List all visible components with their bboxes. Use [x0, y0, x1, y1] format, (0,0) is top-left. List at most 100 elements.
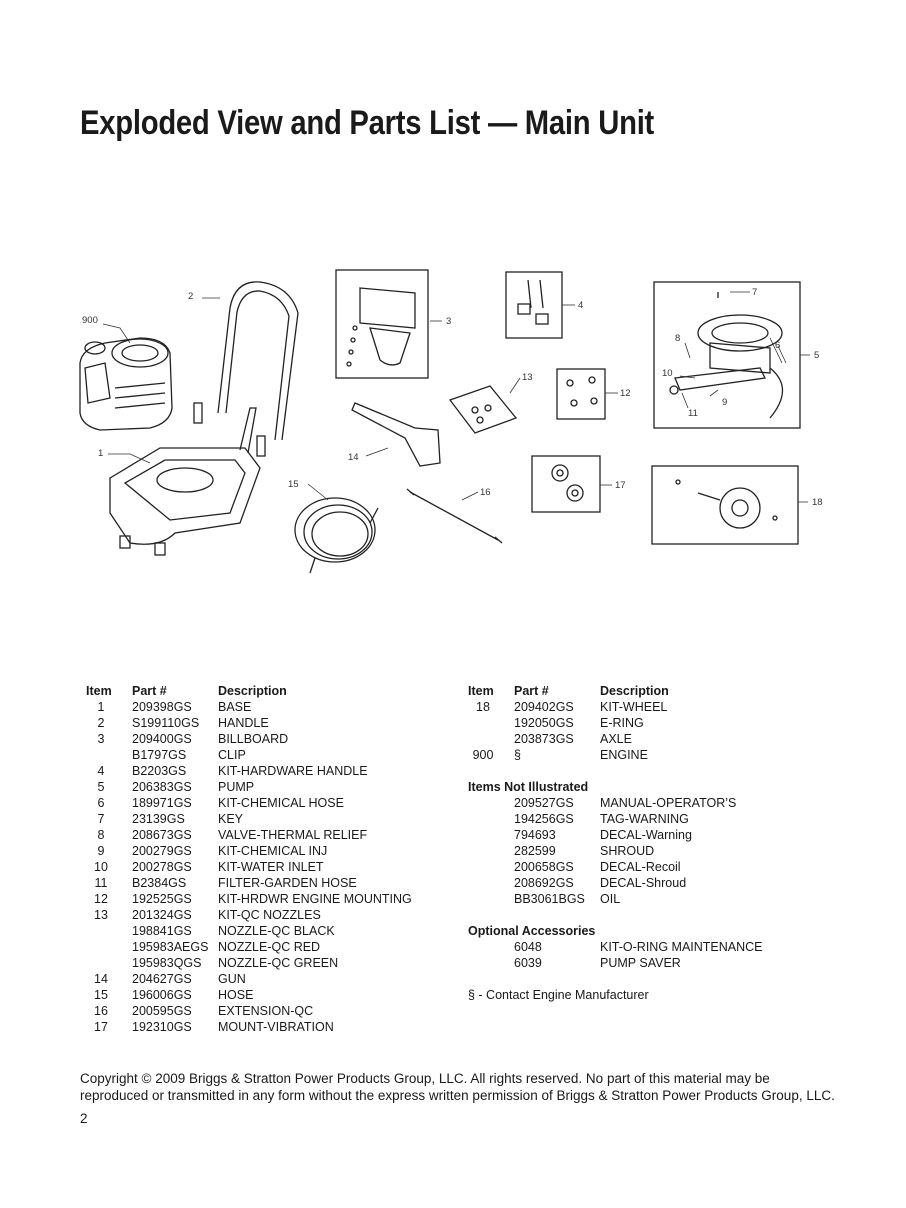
part-description: KIT-HARDWARE HANDLE — [218, 764, 368, 778]
part-description: NOZZLE-QC GREEN — [218, 956, 339, 970]
optional-accessories-heading: Optional Accessories — [468, 924, 596, 938]
part-number: 208692GS — [514, 876, 574, 890]
page-title: Exploded View and Parts List — Main Unit — [80, 104, 655, 142]
item-number: 6 — [97, 796, 105, 810]
callout-8: 8 — [675, 333, 680, 344]
part-number: S199110GS — [132, 716, 200, 730]
part-description: VALVE-THERMAL RELIEF — [218, 828, 368, 842]
callout-9: 9 — [722, 397, 727, 408]
parts-row: 794693 DECAL-Warning — [468, 827, 848, 843]
base-drawing — [109, 407, 261, 556]
handle-drawing — [193, 281, 299, 457]
part-description: DECAL-Recoil — [600, 860, 681, 874]
parts-header-row: Item Part # Description — [86, 683, 446, 699]
callout-16: 16 — [480, 487, 491, 498]
item-number: 11 — [94, 876, 108, 890]
billboard-box — [335, 269, 429, 379]
header-part-right: Part # — [514, 684, 549, 698]
part-number: 195983QGS — [132, 956, 202, 970]
header-description: Description — [218, 684, 287, 698]
part-number: 200278GS — [132, 860, 192, 874]
hardware-handle-box — [505, 271, 563, 339]
hose-drawing — [294, 497, 379, 574]
part-description: KIT-CHEMICAL HOSE — [218, 796, 344, 810]
callout-5: 5 — [814, 350, 819, 361]
part-number: 200658GS — [514, 860, 574, 874]
part-description: OIL — [600, 892, 621, 906]
item-number: 16 — [94, 1004, 108, 1018]
part-number: 282599 — [514, 844, 556, 858]
item-number: 2 — [97, 716, 105, 730]
item-number: 14 — [94, 972, 108, 986]
part-description: DECAL-Warning — [600, 828, 692, 842]
exploded-view-diagram: 900 2 1 3 4 5 6 7 8 9 10 11 12 13 14 15 … — [79, 269, 823, 574]
part-description: KIT-WHEEL — [600, 700, 668, 714]
callout-18: 18 — [812, 497, 823, 508]
part-description: NOZZLE-QC RED — [218, 940, 321, 954]
part-description: HOSE — [218, 988, 254, 1002]
part-number: BB3061BGS — [514, 892, 585, 906]
part-description: PUMP SAVER — [600, 956, 681, 970]
item-number: 17 — [94, 1020, 108, 1034]
vibration-mount-box — [531, 455, 601, 513]
callout-6: 6 — [775, 340, 780, 351]
callout-17: 17 — [615, 480, 626, 491]
callout-2: 2 — [188, 291, 193, 302]
part-description: EXTENSION-QC — [218, 1004, 314, 1018]
parts-row: 6 189971GS KIT-CHEMICAL HOSE — [86, 795, 446, 811]
part-description: FILTER-GARDEN HOSE — [218, 876, 357, 890]
part-number: 194256GS — [514, 812, 574, 826]
part-number: 201324GS — [132, 908, 192, 922]
part-description: KEY — [218, 812, 244, 826]
parts-row: 195983AEGS NOZZLE-QC RED — [86, 939, 446, 955]
parts-row: 195983QGS NOZZLE-QC GREEN — [86, 955, 446, 971]
part-number: 209402GS — [514, 700, 574, 714]
part-description: NOZZLE-QC BLACK — [218, 924, 335, 938]
part-description: KIT-QC NOZZLES — [218, 908, 321, 922]
part-number: 192050GS — [514, 716, 574, 730]
callout-4: 4 — [578, 300, 583, 311]
parts-row: 6039 PUMP SAVER — [468, 955, 848, 971]
part-description: BILLBOARD — [218, 732, 289, 746]
callout-11: 11 — [688, 408, 698, 419]
part-description: MANUAL-OPERATOR’S — [600, 796, 737, 810]
part-number: 794693 — [514, 828, 556, 842]
copyright-line-2: reproduced or transmitted in any form wi… — [80, 1088, 835, 1103]
part-number: 189971GS — [132, 796, 192, 810]
extension-drawing — [409, 491, 499, 541]
part-number: B1797GS — [132, 748, 187, 762]
part-number: 6039 — [514, 956, 542, 970]
item-number: 8 — [97, 828, 105, 842]
callout-13: 13 — [522, 372, 533, 383]
page-number: 2 — [80, 1111, 88, 1126]
parts-header-row-right: Item Part # Description — [468, 683, 848, 699]
part-description: PUMP — [218, 780, 255, 794]
engine-mount-hardware-box — [556, 368, 606, 420]
part-number: 200595GS — [132, 1004, 192, 1018]
part-number: 6048 — [514, 940, 542, 954]
header-description-right: Description — [600, 684, 669, 698]
part-description: KIT-O-RING MAINTENANCE — [600, 940, 763, 954]
part-number: § — [514, 748, 521, 762]
callout-3: 3 — [446, 316, 451, 327]
callout-15: 15 — [288, 479, 299, 490]
part-number: 195983AEGS — [132, 940, 209, 954]
item-number: 15 — [94, 988, 108, 1002]
nozzle-pouch — [448, 385, 518, 434]
